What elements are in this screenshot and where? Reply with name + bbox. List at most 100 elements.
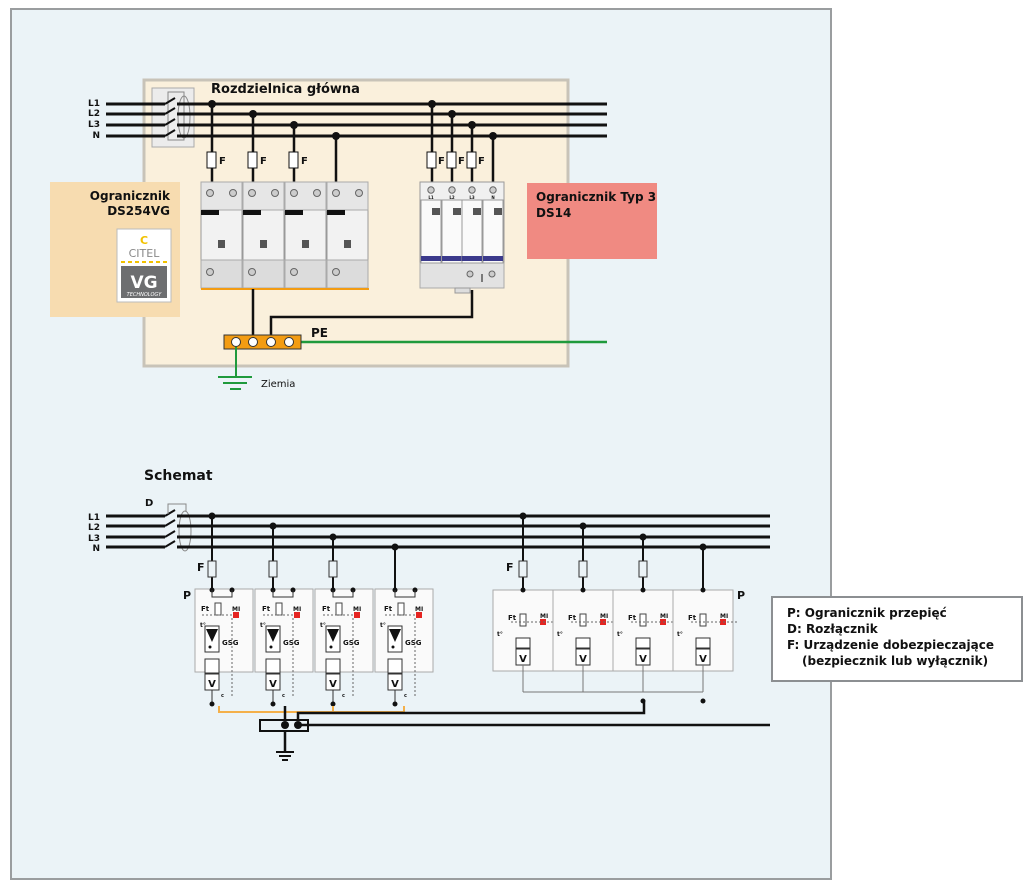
label: t° [497, 631, 503, 638]
label: L1 [428, 195, 434, 200]
label: c [404, 693, 407, 699]
label: V [699, 654, 707, 665]
svg-text:L1: L1 [88, 99, 100, 109]
label: V [519, 654, 527, 665]
gsg-icon [389, 629, 401, 642]
svg-text:L3: L3 [88, 534, 100, 544]
svg-text:N: N [92, 544, 100, 554]
screw-icon [206, 189, 214, 197]
label: Ft [508, 614, 517, 622]
screw-icon [271, 189, 279, 197]
ds254vg-label-line1: Ogranicznik [90, 189, 171, 203]
label: Ft [688, 614, 697, 622]
schematic-earthing [218, 702, 770, 761]
label: MI [293, 606, 301, 613]
label: V [329, 679, 337, 690]
top-line-labels: L1 L2 L3 N [88, 99, 100, 141]
label: GSG [343, 639, 360, 647]
fuse-icon [638, 560, 648, 578]
switchboard-title: Rozdzielnica główna [211, 82, 360, 97]
mi-indicator [294, 612, 300, 618]
legend-item-p: P: Ogranicznik przepięć [787, 606, 947, 620]
label: L2 [449, 195, 455, 200]
fuse-icon [207, 560, 217, 578]
ds254vg-module [284, 181, 327, 289]
ds254vg-fuse-labels: F F F [219, 156, 308, 167]
label: Ft [262, 605, 271, 613]
ds254vg-module [242, 181, 285, 289]
gsg-icon [206, 629, 218, 642]
legend-item-f-detail: (bezpiecznik lub wyłącznik) [802, 654, 989, 668]
fuse-icon [268, 560, 278, 578]
svg-text:L2: L2 [88, 523, 100, 533]
svg-text:N: N [92, 131, 100, 141]
mi-indicator [354, 612, 360, 618]
indicator-window [260, 240, 267, 248]
ds254vg-label-line2: DS254VG [107, 204, 170, 218]
label: Ft [201, 605, 210, 613]
ds254vg-module [200, 181, 243, 289]
top-busbars [177, 102, 607, 138]
label: Ft [628, 614, 637, 622]
screw-icon [332, 268, 340, 276]
legend-item-f: F: Urządzenie dobezpieczające [787, 638, 994, 652]
ds14-pole: L2 [441, 186, 463, 264]
label: Ft [568, 614, 577, 622]
label: GSG [283, 639, 300, 647]
mi-indicator [416, 612, 422, 618]
legend: P: Ogranicznik przepięć D: Rozłącznik F:… [771, 596, 1023, 682]
label: N [491, 195, 494, 200]
screw-icon [248, 189, 256, 197]
mi-indicator [233, 612, 239, 618]
ds254vg-module [326, 181, 369, 289]
label: t° [677, 631, 683, 638]
indicator-window [302, 240, 309, 248]
svg-text:F: F [478, 156, 485, 167]
earth-label: Ziemia [261, 379, 295, 390]
screw-icon [229, 189, 237, 197]
schematic-line-labels: L1 L2 L3 N [88, 513, 100, 554]
ds254vg-connections [206, 100, 340, 182]
label: t° [320, 622, 326, 629]
pe-bar [223, 334, 302, 350]
label: MI [540, 613, 548, 620]
logo-tech: TECHNOLOGY [127, 292, 163, 298]
label: c [221, 693, 224, 699]
fuse-icon [578, 560, 588, 578]
label: t° [557, 631, 563, 638]
protector-label-left: P [183, 589, 191, 602]
svg-text:L1: L1 [88, 513, 100, 523]
label: V [391, 679, 399, 690]
gsg-icon [327, 629, 339, 642]
ds14-pole: L1 [420, 186, 442, 264]
screw-icon [427, 186, 435, 194]
svg-text:L2: L2 [88, 109, 100, 119]
gsg-icon [267, 629, 279, 642]
screw-icon [290, 268, 298, 276]
disconnector-label: D [145, 498, 153, 509]
label: GSG [405, 639, 422, 647]
label: MI [232, 606, 240, 613]
indicator-window [344, 240, 351, 248]
schematic-disconnector [106, 503, 192, 552]
svg-text:F: F [438, 156, 445, 167]
label: MI [720, 613, 728, 620]
surge-module: Ft MI t° V [672, 543, 738, 704]
logo-brand: CITEL [129, 247, 161, 260]
protector-label-right: P [737, 589, 745, 602]
label: t° [200, 622, 206, 629]
label: Ft [384, 605, 393, 613]
label: GSG [222, 639, 239, 647]
ds14-label-line1: Ogranicznik Typ 3 [536, 190, 656, 204]
label: t° [260, 622, 266, 629]
fuse-icon [518, 560, 528, 578]
ds14-label-line2: DS14 [536, 206, 571, 220]
screw-icon [313, 189, 321, 197]
